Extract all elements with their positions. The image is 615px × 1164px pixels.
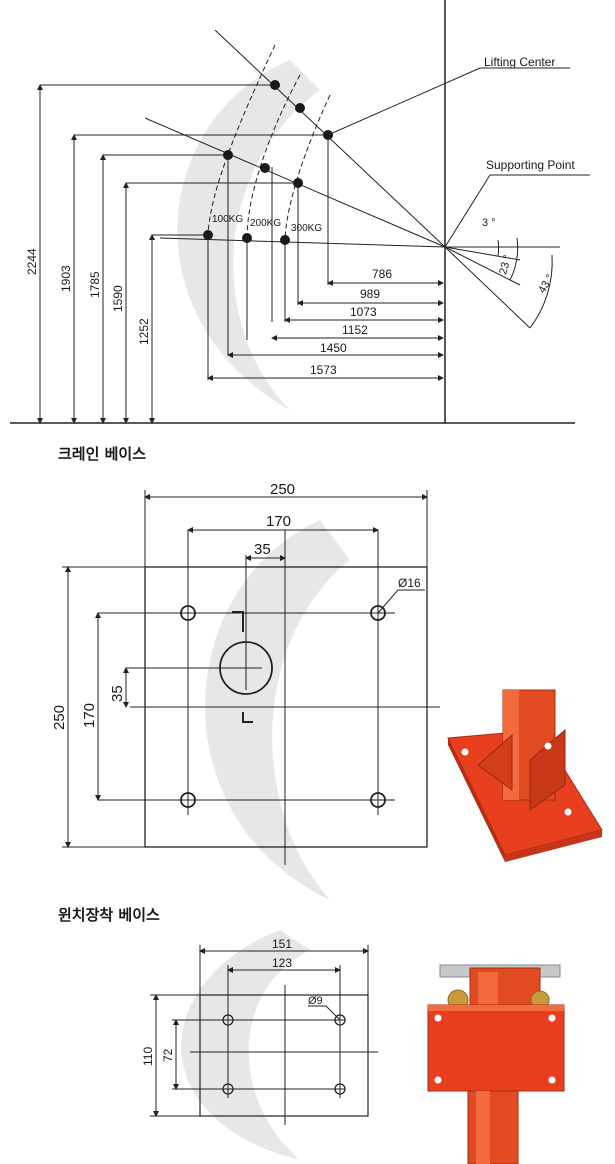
mount-hole	[334, 1014, 346, 1026]
distance-label-1450: 1450	[320, 341, 347, 355]
angle-label-43: 43 °	[536, 272, 556, 295]
lifting-center-leader	[327, 67, 570, 136]
crane-hole-dia-label: Ø16	[398, 576, 421, 590]
load-point	[203, 230, 213, 240]
winch-width-label: 151	[272, 937, 292, 951]
load-point	[270, 80, 280, 90]
load-label-200: 200KG	[250, 218, 281, 229]
height-label-1903: 1903	[59, 265, 73, 292]
load-label-100: 100KG	[212, 214, 243, 225]
crane-base-heading: 크레인 베이스	[58, 445, 147, 463]
mount-hole	[222, 1014, 234, 1026]
load-point	[223, 150, 233, 160]
load-label-300: 300KG	[291, 223, 322, 234]
winch-base-heading: 윈치장착 베이스	[58, 906, 160, 924]
height-label-1590: 1590	[111, 285, 125, 312]
lifting-diagram	[10, 0, 590, 424]
crane-offset-h-label: 35	[254, 541, 271, 558]
distance-label-1152: 1152	[342, 323, 368, 337]
angle-arc-3	[497, 239, 500, 257]
winch-hole-span-v-label: 72	[161, 1048, 175, 1062]
angle-line-3	[444, 246, 521, 261]
distance-label-1073: 1073	[350, 305, 377, 319]
load-point	[260, 163, 270, 173]
winch-base-drawing	[150, 945, 378, 1125]
winch-height-label: 110	[141, 1047, 155, 1066]
winch-base-photo	[427, 964, 565, 1164]
height-label-1252: 1252	[137, 318, 151, 345]
angle-arc-23	[509, 237, 519, 281]
winch-hole-dia-label: Ø9	[308, 995, 323, 1007]
load-points	[203, 80, 333, 245]
load-point	[242, 233, 252, 243]
mount-hole	[334, 1083, 346, 1095]
crane-hole-span-v-label: 170	[81, 703, 98, 728]
height-label-2244: 2244	[25, 248, 39, 275]
winch-hole-span-h-label: 123	[272, 956, 292, 970]
mount-hole	[180, 605, 196, 621]
load-point	[295, 103, 305, 113]
crane-height-label: 250	[51, 705, 68, 730]
distance-label-989: 989	[360, 287, 380, 301]
angle-label-3: 3 °	[482, 217, 496, 229]
mount-hole	[180, 792, 196, 808]
distance-label-1573: 1573	[310, 363, 337, 377]
angle-line-43	[444, 246, 531, 329]
load-point	[280, 235, 290, 245]
mount-hole	[222, 1083, 234, 1095]
center-bore	[219, 641, 273, 695]
mount-hole	[370, 792, 386, 808]
load-point	[293, 178, 303, 188]
crane-base-photo	[447, 689, 603, 862]
crane-offset-v-label: 35	[109, 685, 126, 702]
crane-hole-span-h-label: 170	[266, 513, 291, 530]
supporting-point-label: Supporting Point	[486, 158, 575, 172]
crane-width-label: 250	[270, 481, 295, 498]
angle-arc-43	[529, 254, 553, 329]
crane-base-drawing	[62, 490, 440, 865]
supporting-point-leader	[444, 174, 590, 248]
height-label-1785: 1785	[88, 271, 102, 298]
load-point	[323, 130, 333, 140]
lifting-center-label: Lifting Center	[484, 55, 555, 69]
angle-label-23: 23 °	[497, 254, 514, 276]
distance-label-786: 786	[372, 267, 392, 281]
mount-hole	[370, 605, 386, 621]
angle-line-23	[444, 246, 521, 286]
winch-base-plate	[199, 994, 369, 1117]
